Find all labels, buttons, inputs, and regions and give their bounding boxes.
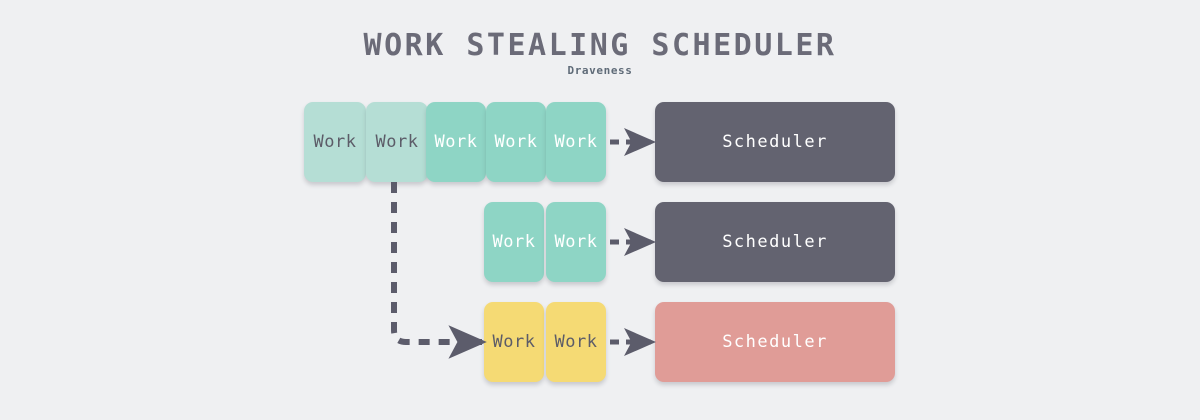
page-subtitle: Draveness <box>567 64 633 77</box>
work-box[interactable]: Work <box>546 302 606 382</box>
scheduler-box[interactable]: Scheduler <box>655 302 895 382</box>
work-box[interactable]: Work <box>426 102 486 182</box>
scheduler-box[interactable]: Scheduler <box>655 102 895 182</box>
work-box[interactable]: Work <box>486 102 546 182</box>
work-box[interactable]: Work <box>546 202 606 282</box>
work-box[interactable]: Work <box>484 302 544 382</box>
work-box[interactable]: Work <box>304 102 366 182</box>
work-stealing-arrow <box>391 182 487 359</box>
scheduler-box[interactable]: Scheduler <box>655 202 895 282</box>
work-box[interactable]: Work <box>366 102 428 182</box>
work-box[interactable]: Work <box>546 102 606 182</box>
page-title: WORK STEALING SCHEDULER <box>363 28 837 63</box>
work-box[interactable]: Work <box>484 202 544 282</box>
